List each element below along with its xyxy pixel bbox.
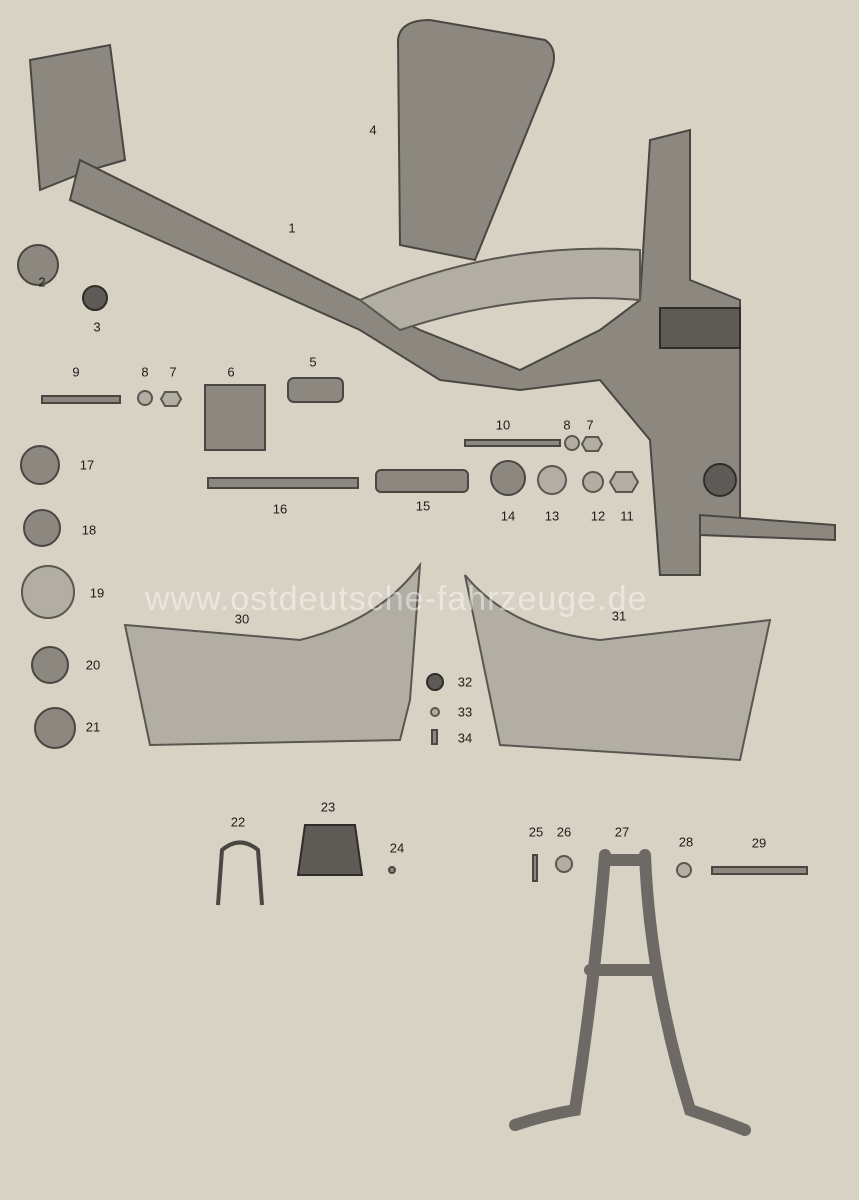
spring-part-22: [216, 840, 264, 906]
part-label: 24: [389, 840, 405, 856]
part-label: 17: [79, 457, 95, 473]
part-label: 10: [495, 417, 511, 433]
part-label: 16: [272, 501, 288, 517]
ball-race-part-20: [31, 646, 69, 684]
cup-part-21: [34, 707, 76, 749]
nut-part-7: [159, 391, 183, 407]
washer-part-26: [555, 855, 573, 873]
screw-part-34: [431, 729, 438, 745]
cover-part-4: [396, 18, 555, 262]
grommet-part-32: [426, 673, 444, 691]
washer-part-13: [537, 465, 567, 495]
cone-part-18: [23, 509, 61, 547]
part-label: 8: [141, 364, 149, 380]
nut-part-7b: [580, 436, 604, 452]
part-label: 9: [72, 364, 80, 380]
part-label: 5: [309, 354, 317, 370]
bracket-part-6: [204, 384, 266, 451]
part-label: 12: [590, 508, 606, 524]
part-label: 1: [288, 220, 296, 236]
part-label: 31: [611, 608, 627, 624]
washer-part-12: [582, 471, 604, 493]
bearing-part-14: [490, 460, 526, 496]
part-label: 29: [751, 835, 767, 851]
part-label: 23: [320, 799, 336, 815]
part-label: 14: [500, 508, 516, 524]
axle-part-29: [711, 866, 808, 875]
nut-part-11: [608, 471, 640, 493]
part-label: 25: [528, 824, 544, 840]
part-label: 7: [586, 417, 594, 433]
part-label: 18: [81, 522, 97, 538]
bushing-part-5: [287, 377, 344, 403]
part-label: 11: [620, 508, 634, 524]
washer-part-8b: [564, 435, 580, 451]
part-label: 28: [678, 834, 694, 850]
panel-part-31: [464, 574, 772, 762]
washer-part-19: [21, 565, 75, 619]
panel-part-30: [123, 561, 422, 747]
washer-part-33: [430, 707, 440, 717]
part-label: 6: [227, 364, 235, 380]
bolt-part-9: [41, 395, 121, 404]
pin-part-25: [532, 854, 538, 882]
part-label: 8: [563, 417, 571, 433]
washer-part-28: [676, 862, 692, 878]
part-label: 21: [85, 719, 101, 735]
watermark: www.ostdeutsche-fahrzeuge.de: [145, 580, 648, 618]
cap-part-3: [82, 285, 108, 311]
sleeve-part-15: [375, 469, 469, 493]
part-label: 3: [93, 319, 101, 335]
bolt-part-10: [464, 439, 561, 447]
frame-part-1: [28, 43, 836, 576]
plate-part-23: [296, 824, 364, 876]
part-label: 4: [369, 122, 377, 138]
part-label: 7: [169, 364, 177, 380]
part-label: 19: [89, 585, 105, 601]
washer-part-8: [137, 390, 153, 406]
cup-part-17: [20, 445, 60, 485]
screw-part-24: [388, 866, 396, 874]
part-label: 33: [457, 704, 473, 720]
part-label: 13: [544, 508, 560, 524]
part-label: 34: [457, 730, 473, 746]
stand-part-27: [509, 849, 751, 1136]
part-label: 20: [85, 657, 101, 673]
part-label: 30: [234, 611, 250, 627]
part-label: 27: [614, 824, 630, 840]
bearing-part-2: [17, 244, 59, 286]
bolt-part-16: [207, 477, 359, 489]
part-label: 32: [457, 674, 473, 690]
part-label: 15: [415, 498, 431, 514]
part-label: 26: [556, 824, 572, 840]
part-label: 2: [38, 274, 46, 290]
part-label: 22: [230, 814, 246, 830]
